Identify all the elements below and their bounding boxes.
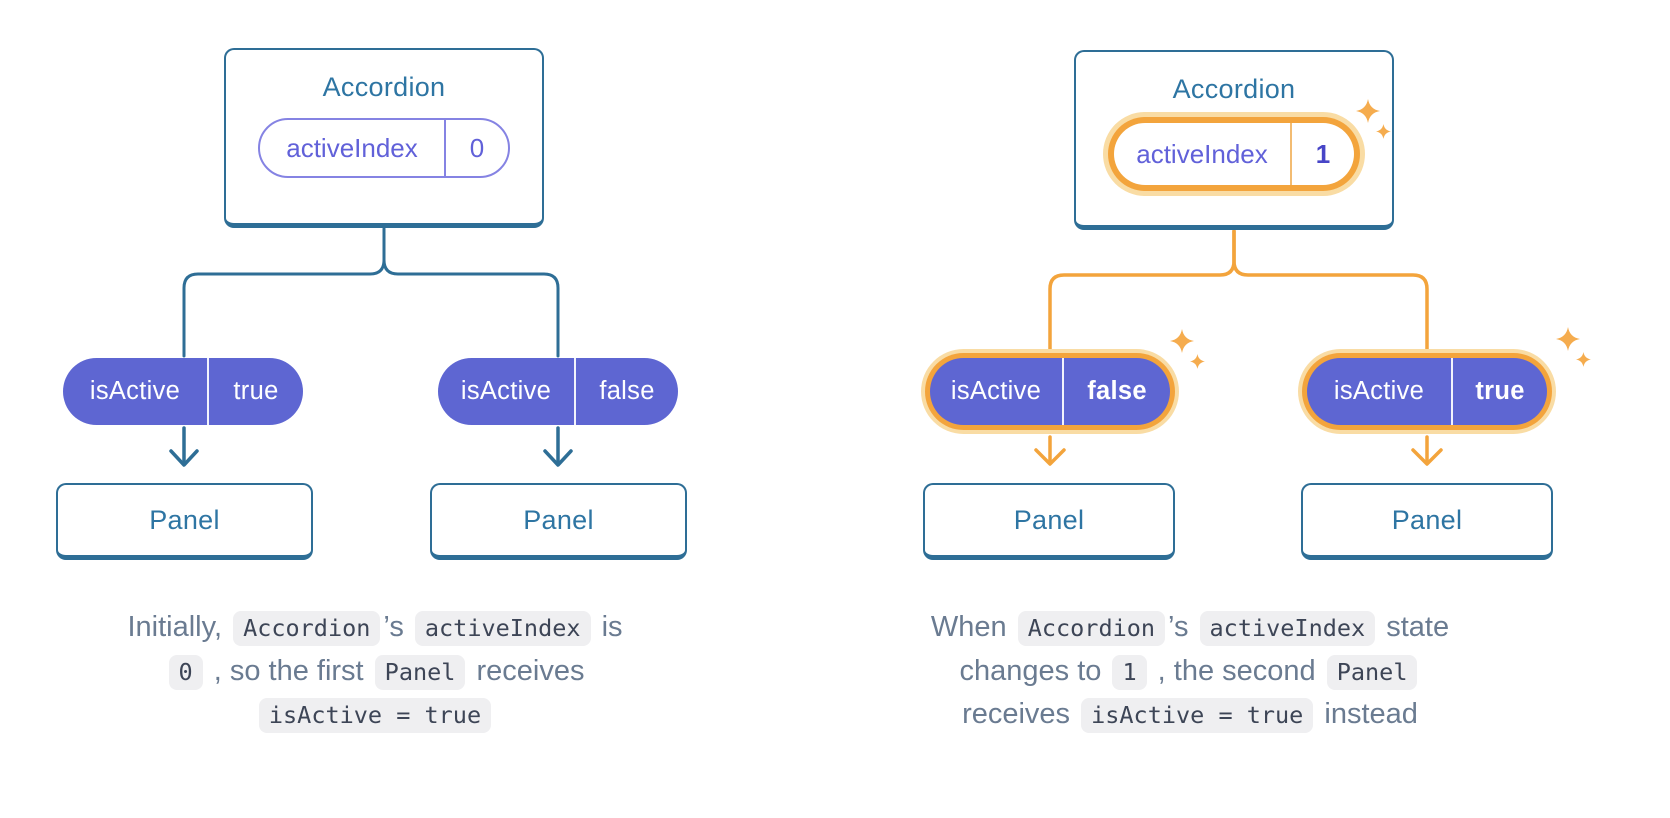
prop-pill: isActive true <box>63 358 303 425</box>
prop-value: false <box>599 377 655 405</box>
caption-code-chip: activeIndex <box>414 611 591 646</box>
pill-divider <box>1451 358 1453 425</box>
caption-code-chip: isActive = true <box>1081 698 1314 733</box>
sparkle-icon <box>1556 327 1591 367</box>
state-name: activeIndex <box>1136 138 1268 169</box>
caption-text: When <box>930 611 1015 643</box>
state-pill-highlighted: activeIndex 1 <box>1114 123 1354 185</box>
prop-name: isActive <box>1333 377 1425 405</box>
prop-value: false <box>1087 377 1147 405</box>
caption-code-chip: Panel <box>1326 654 1418 690</box>
pill-divider <box>1062 358 1064 425</box>
connector-branch-right <box>382 227 560 358</box>
caption-code-chip: isActive = true <box>258 698 492 733</box>
panel-label: Panel <box>1391 504 1463 535</box>
caption-code-chip: Accordion <box>233 611 381 646</box>
accordion-title: Accordion <box>1172 74 1296 104</box>
caption-text: Initially, <box>127 611 231 643</box>
arrow-head-2 <box>543 449 573 467</box>
accordion-component-box: Accordion activeIndex 1 <box>1074 50 1394 230</box>
prop-value: true <box>1475 377 1525 405</box>
caption-code-chip: 0 <box>168 654 203 690</box>
state-pill: activeIndex 0 <box>258 118 510 178</box>
prop-name: isActive <box>950 377 1042 405</box>
panel-box: Panel <box>923 483 1175 560</box>
pill-divider <box>444 120 446 176</box>
caption-code-chip: Accordion <box>1017 611 1166 646</box>
state-value: 1 <box>1315 138 1331 169</box>
caption-text: receives <box>962 698 1079 730</box>
caption-text: receives <box>468 654 585 687</box>
arrow-head-1 <box>169 449 199 467</box>
caption-text: changes to <box>959 654 1110 687</box>
prop-name: isActive <box>89 377 181 405</box>
connector-branch-right-highlighted <box>1232 229 1429 352</box>
arrow-head-4 <box>1411 448 1443 466</box>
figure-caption: When Accordion’s activeIndex state change… <box>860 606 1520 737</box>
state-value: 0 <box>469 132 485 163</box>
pill-divider <box>1290 123 1292 185</box>
sparkle-icon <box>1170 329 1205 369</box>
caption-code-chip: activeIndex <box>1199 611 1376 646</box>
pill-divider <box>574 358 576 425</box>
pill-divider <box>207 358 209 425</box>
caption-text: is <box>593 611 623 643</box>
prop-pill-highlighted: isActive false <box>930 358 1170 425</box>
caption-text: , so the first <box>205 654 372 687</box>
caption-code-chip: 1 <box>1112 654 1147 690</box>
prop-pill: isActive false <box>438 358 678 425</box>
connector-branch-left <box>182 227 386 358</box>
caption-text: state <box>1378 611 1450 643</box>
caption-code-chip: Panel <box>374 654 466 690</box>
caption-text: instead <box>1316 698 1418 730</box>
panel-label: Panel <box>149 504 220 535</box>
caption-text: , the second <box>1149 654 1324 687</box>
accordion-title: Accordion <box>322 72 446 102</box>
accordion-component-box: Accordion activeIndex 0 <box>224 48 544 228</box>
panel-label: Panel <box>523 504 594 535</box>
panel-label: Panel <box>1013 504 1085 535</box>
sparkle-icon <box>1356 99 1391 139</box>
prop-value: true <box>233 377 279 405</box>
prop-pill-highlighted: isActive true <box>1307 358 1547 425</box>
panel-box: Panel <box>430 483 687 560</box>
panel-box: Panel <box>56 483 313 560</box>
panel-box: Panel <box>1301 483 1553 560</box>
figure-caption: Initially, Accordion’s activeIndex is 0 ,… <box>55 606 695 737</box>
caption-text: ’s <box>1168 611 1197 643</box>
arrow-head-3 <box>1034 448 1066 466</box>
caption-text: ’s <box>383 611 412 643</box>
state-name: activeIndex <box>286 132 418 163</box>
prop-name: isActive <box>460 377 552 405</box>
